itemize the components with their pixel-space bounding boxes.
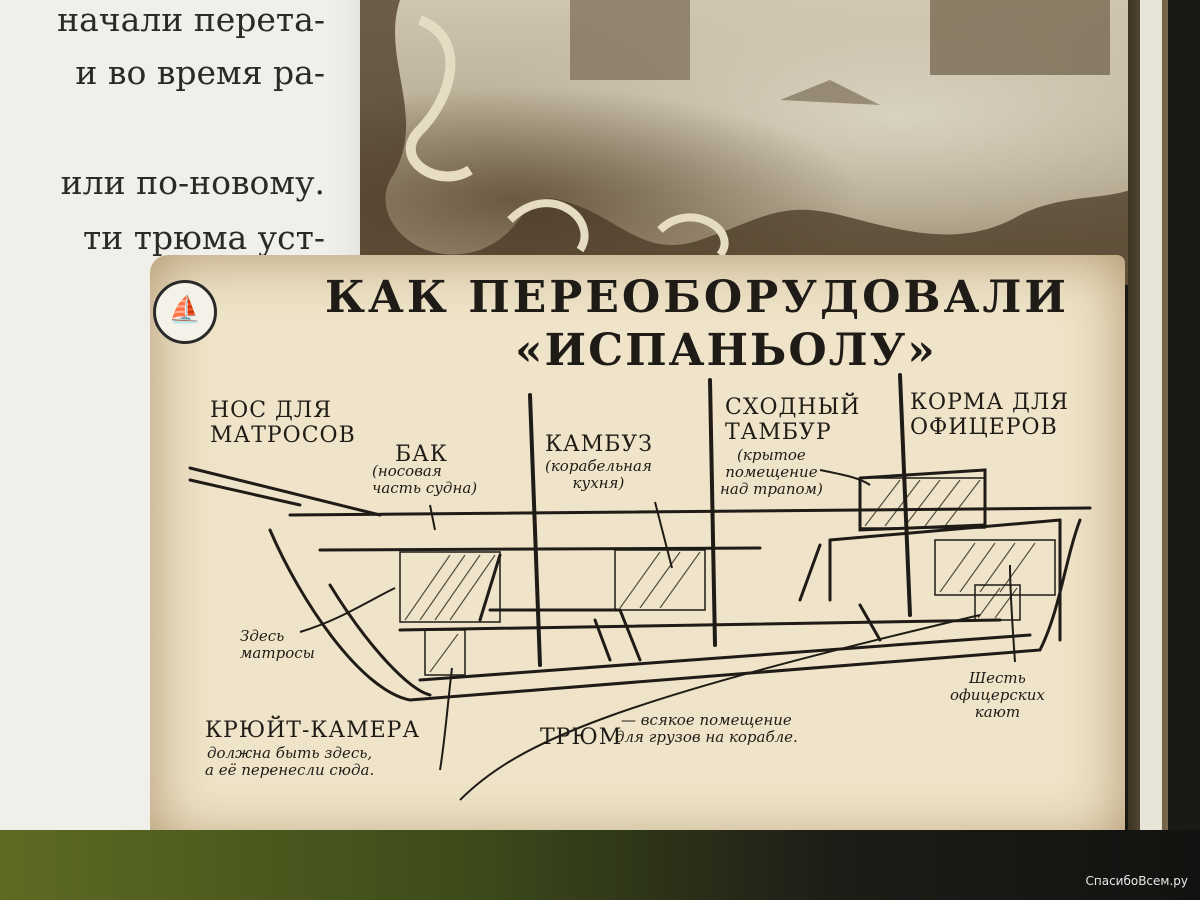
label-companionway: СХОДНЫЙ ТАМБУР xyxy=(725,395,861,445)
engraving-illustration xyxy=(360,0,1130,285)
note-companionway: (крытое помещение над трапом) xyxy=(720,446,823,498)
diagram-title-line2: «ИСПАНЬОЛУ» xyxy=(515,325,937,376)
label-bow-for-sailors: НОС ДЛЯ МАТРОСОВ xyxy=(210,398,356,448)
text-line: или по-новому. xyxy=(61,163,325,202)
watermark: СпасибоВсем.ру xyxy=(1085,874,1188,888)
label-hold: ТРЮМ xyxy=(540,725,623,750)
note-hold: — всякое помещение для грузов на корабле… xyxy=(615,711,798,746)
engraving-art xyxy=(360,0,1130,285)
label-galley: КАМБУЗ xyxy=(545,432,653,457)
note-six-officer-cabins: Шесть офицерских кают xyxy=(950,669,1045,721)
text-segment: и во время ра- xyxy=(75,53,325,92)
ship-icon: ⛵ xyxy=(153,280,217,344)
note-forecastle: (носовая часть судна) xyxy=(372,462,478,497)
text-line: и во время ра- xyxy=(75,53,325,92)
table-background xyxy=(0,830,1200,900)
text-segment: начали перета- xyxy=(57,0,325,39)
label-stern-for-officers: КОРМА ДЛЯ ОФИЦЕРОВ xyxy=(910,390,1070,440)
next-page-strip xyxy=(1140,0,1162,830)
label-forecastle: БАК xyxy=(395,442,448,467)
label-powder-magazine: КРЮЙТ-КАМЕРА xyxy=(205,718,421,743)
text-segment: ти трюма уст- xyxy=(83,218,325,257)
note-powder-magazine: должна быть здесь, а её перенесли сюда. xyxy=(205,744,375,779)
note-sailors-here: Здесь матросы xyxy=(240,627,315,662)
text-line: ти трюма уст- xyxy=(83,218,325,257)
diagram-title-line1: КАК ПЕРЕОБОРУДОВАЛИ xyxy=(325,272,1069,323)
text-line: начали перета- xyxy=(57,0,325,39)
text-segment: или по-новому. xyxy=(60,163,325,202)
note-galley: (корабельная кухня) xyxy=(545,457,652,492)
